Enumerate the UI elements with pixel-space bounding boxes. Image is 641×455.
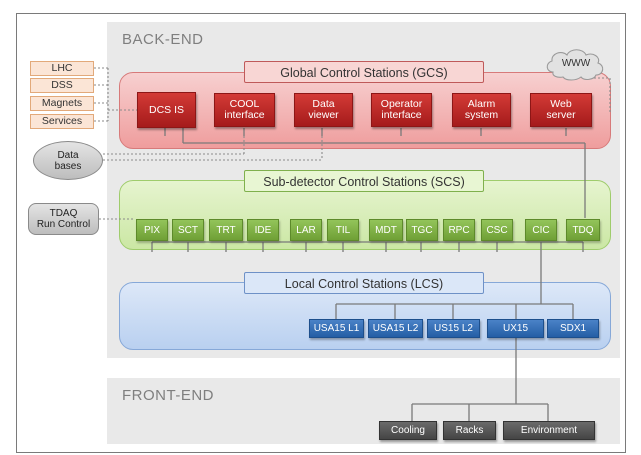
www-label: WWW xyxy=(561,58,591,69)
gcs-alarm-system: Alarm system xyxy=(452,93,511,127)
scs-lar: LAR xyxy=(290,219,322,241)
scs-tdq: TDQ xyxy=(566,219,600,241)
gcs-cool-interface: COOL interface xyxy=(214,93,275,127)
input-lhc: LHC xyxy=(30,61,94,76)
front-end-label: FRONT-END xyxy=(122,387,214,404)
scs-til: TIL xyxy=(327,219,359,241)
scs-pix: PIX xyxy=(136,219,168,241)
fe-environment: Environment xyxy=(503,421,595,440)
gcs-dcs-is: DCS IS xyxy=(137,92,196,128)
back-end-label: BACK-END xyxy=(122,31,204,48)
gcs-operator-interface: Operator interface xyxy=(371,93,432,127)
lcs-title: Local Control Stations (LCS) xyxy=(244,272,484,294)
lcs-ux15: UX15 xyxy=(487,319,544,338)
lcs-usa15-l2: USA15 L2 xyxy=(368,319,423,338)
scs-cic: CIC xyxy=(525,219,557,241)
scs-mdt: MDT xyxy=(369,219,403,241)
lcs-sdx1: SDX1 xyxy=(547,319,599,338)
databases-node: Data bases xyxy=(33,141,103,180)
gcs-title: Global Control Stations (GCS) xyxy=(244,61,484,83)
scs-rpc: RPC xyxy=(443,219,475,241)
gcs-data-viewer: Data viewer xyxy=(294,93,353,127)
scs-tgc: TGC xyxy=(406,219,438,241)
fe-cooling: Cooling xyxy=(379,421,437,440)
lcs-us15-l2: US15 L2 xyxy=(427,319,480,338)
gcs-layer xyxy=(119,72,611,149)
input-magnets: Magnets xyxy=(30,96,94,111)
lcs-usa15-l1: USA15 L1 xyxy=(309,319,364,338)
input-services: Services xyxy=(30,114,94,129)
gcs-web-server: Web server xyxy=(530,93,592,127)
scs-title: Sub-detector Control Stations (SCS) xyxy=(244,170,484,192)
scs-csc: CSC xyxy=(481,219,513,241)
input-dss: DSS xyxy=(30,78,94,93)
scs-sct: SCT xyxy=(172,219,204,241)
fe-racks: Racks xyxy=(443,421,496,440)
scs-ide: IDE xyxy=(247,219,279,241)
tdaq-run-control: TDAQ Run Control xyxy=(28,203,99,235)
scs-trt: TRT xyxy=(209,219,243,241)
